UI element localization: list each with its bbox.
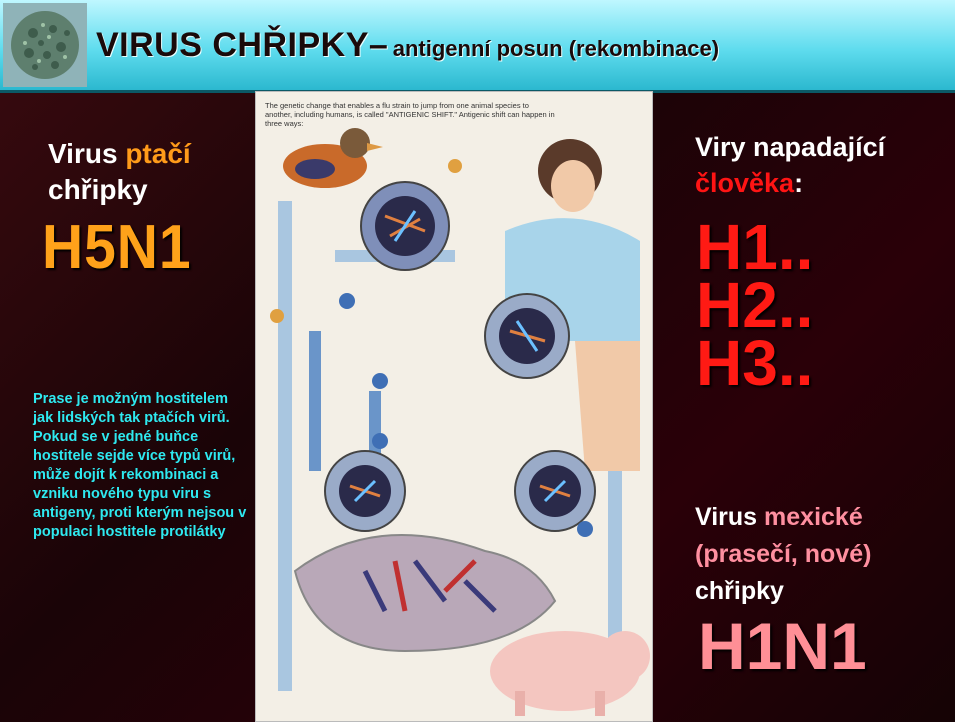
mexican-flu-highlight: mexické — [764, 503, 863, 531]
virus-icon — [3, 3, 87, 87]
human-viruses-highlight: člověka — [695, 168, 794, 198]
host-cell — [295, 535, 555, 651]
human-viruses-line1: Viry napadající — [695, 132, 885, 162]
page-title: VIRUS CHŘIPKY– antigenní posun (rekombin… — [96, 26, 719, 65]
h3-code: H3.. — [696, 326, 813, 400]
h5n1-code: H5N1 — [42, 212, 192, 283]
figure-illustration — [255, 91, 653, 722]
human-viruses-heading: Viry napadající člověka: — [695, 129, 885, 201]
bird-flu-highlight: ptačí — [125, 138, 190, 169]
duck-icon — [283, 128, 383, 188]
mexican-flu-line3: chřipky — [695, 577, 784, 605]
title-bar: VIRUS CHŘIPKY– antigenní posun (rekombin… — [0, 0, 955, 93]
title-sub: antigenní posun (rekombinace) — [393, 36, 719, 61]
pig-icon — [490, 631, 650, 716]
title-main: VIRUS CHŘIPKY– — [96, 26, 388, 64]
antigenic-shift-figure: The genetic change that enables a flu st… — [255, 91, 653, 722]
mexican-flu-prefix: Virus — [695, 503, 764, 531]
bird-flu-heading: Virus ptačí chřipky — [48, 136, 191, 208]
mexican-flu-heading: Virus mexické (prasečí, nové) chřipky — [695, 499, 871, 610]
bird-flu-prefix: Virus — [48, 138, 125, 169]
human-viruses-colon: : — [794, 168, 803, 198]
bird-flu-line2: chřipky — [48, 174, 148, 205]
pig-host-note: Prase je možným hostitelem jak lidských … — [33, 390, 248, 542]
mexican-flu-highlight2: (prasečí, nové) — [695, 540, 871, 568]
h1n1-code: H1N1 — [698, 608, 867, 684]
